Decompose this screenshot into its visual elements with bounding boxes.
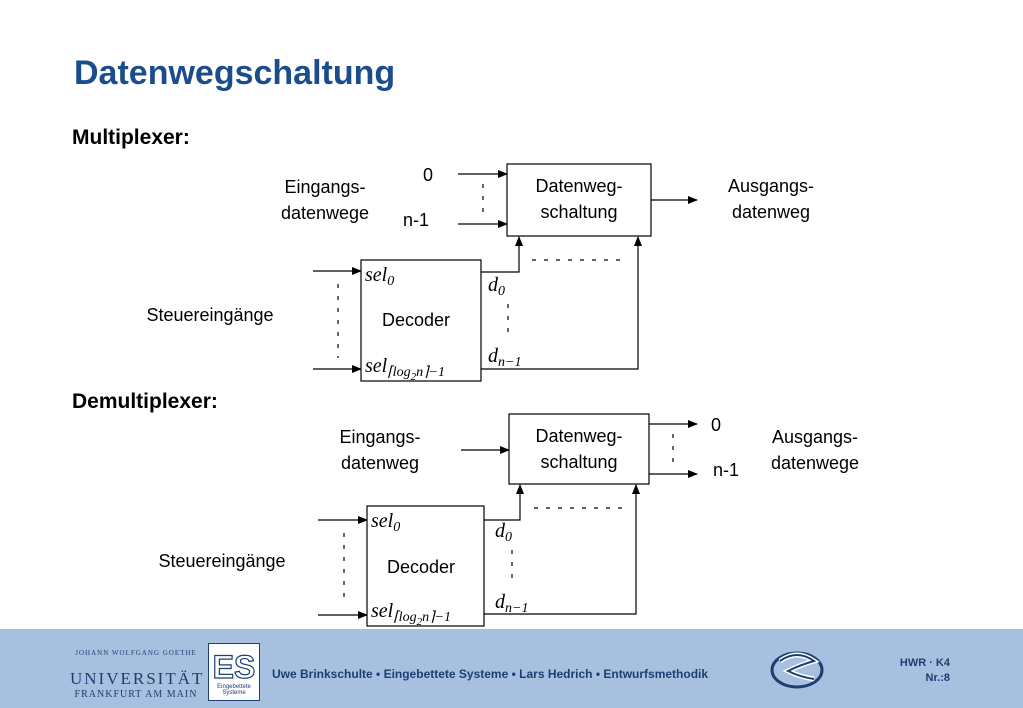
demux-output-first-index: 0	[711, 415, 721, 435]
demux-output-label-line1: Ausgangs-	[772, 427, 858, 447]
es-logo-caption: Eingebettete Systeme	[217, 684, 251, 696]
mux-datapath-block	[506, 163, 652, 237]
mux-decoder-label: Decoder	[382, 310, 450, 330]
demux-d-first-wire	[484, 484, 524, 521]
mux-input-label-line1: Eingangs-	[284, 177, 365, 197]
mux-block-label-line1: Datenweg-	[535, 176, 622, 196]
mux-decoder-block	[360, 259, 482, 382]
demux-d-last-wire	[484, 484, 640, 615]
multiplexer-heading: Multiplexer:	[72, 126, 190, 149]
demux-decoder-label: Decoder	[387, 557, 455, 577]
mux-d-first-label: d0	[488, 274, 505, 299]
demux-sel-last-label: sel⌈log2n⌉−1	[371, 600, 451, 628]
mux-output-label-line1: Ausgangs-	[728, 176, 814, 196]
mux-input-first-index: 0	[423, 165, 433, 185]
mux-output-label-line2: datenweg	[732, 202, 810, 222]
mux-d-last-wire	[481, 236, 642, 370]
footer-credit: Uwe Brinkschulte • Eingebettete Systeme …	[272, 667, 709, 681]
mux-control-label: Steuereingänge	[146, 305, 273, 325]
circuit-diagram: Eingangs- datenwege 0 n-1 Datenweg- scha…	[146, 163, 859, 628]
demultiplexer-heading: Demultiplexer:	[72, 390, 218, 413]
demux-d-first-label: d0	[495, 520, 512, 545]
multiplexer-diagram: Eingangs- datenwege 0 n-1 Datenweg- scha…	[146, 163, 814, 383]
mux-sel-first-label: sel0	[365, 264, 394, 289]
mux-input-label-line2: datenwege	[281, 203, 369, 223]
demux-decoder-block	[366, 505, 485, 627]
demux-output-label-line2: datenwege	[771, 453, 859, 473]
demux-block-label-line2: schaltung	[540, 452, 617, 472]
page-title: Datenwegschaltung	[74, 54, 396, 92]
demux-input-label-line2: datenweg	[341, 453, 419, 473]
svg-text:ES: ES	[213, 649, 256, 684]
mux-block-label-line2: schaltung	[540, 202, 617, 222]
demultiplexer-diagram: Eingangs- datenweg Datenweg- schaltung 0…	[158, 413, 859, 628]
mux-d-last-label: dn−1	[488, 345, 521, 370]
university-logo-name: UNIVERSITÄT	[70, 669, 205, 688]
footer-page-number: Nr.:8	[925, 672, 950, 684]
demux-input-label-line1: Eingangs-	[339, 427, 420, 447]
mux-d-first-wire	[481, 236, 523, 273]
demux-datapath-block	[508, 413, 650, 485]
university-logo-top-line: JOHANN WOLFGANG GOETHE	[75, 649, 197, 657]
demux-sel-first-label: sel0	[371, 510, 400, 535]
globe-icon	[770, 651, 824, 689]
mux-input-last-index: n-1	[403, 210, 429, 230]
es-logo-icon: ES	[212, 648, 256, 685]
demux-d-last-label: dn−1	[495, 591, 528, 616]
university-logo-city: FRANKFURT AM MAIN	[74, 689, 198, 700]
university-logo: JOHANN WOLFGANG GOETHE UNIVERSITÄT FRANK…	[70, 639, 205, 700]
demux-block-label-line1: Datenweg-	[535, 426, 622, 446]
footer-course-code: HWR · K4	[899, 657, 950, 669]
mux-sel-last-label: sel⌈log2n⌉−1	[365, 355, 445, 383]
es-group-logo: ES Eingebettete Systeme	[208, 643, 260, 701]
demux-control-label: Steuereingänge	[158, 551, 285, 571]
demux-output-last-index: n-1	[713, 460, 739, 480]
footer-band: JOHANN WOLFGANG GOETHE UNIVERSITÄT FRANK…	[0, 629, 1023, 708]
